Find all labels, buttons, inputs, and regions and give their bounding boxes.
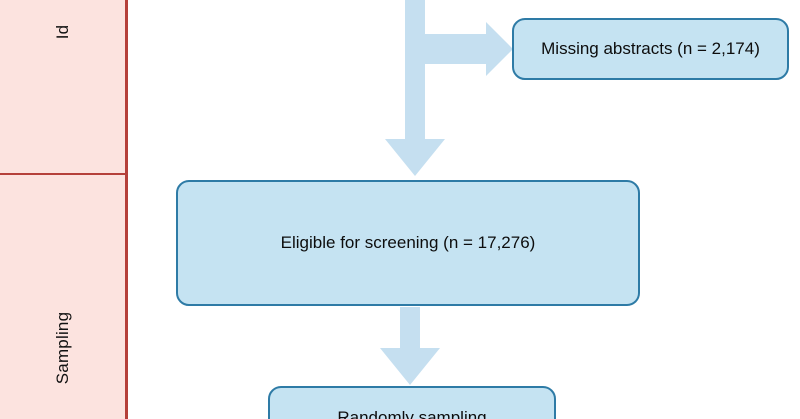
flow-box-randomly-sampling-label: Randomly sampling: [337, 408, 487, 419]
stage-column: Id Sampling: [0, 0, 128, 419]
flow-box-eligible-screening[interactable]: Eligible for screening (n = 17,276): [176, 180, 640, 306]
stage-label-identification: Id: [52, 24, 72, 40]
stage-cell-sampling: Sampling: [0, 175, 125, 419]
arrow-eligible-to-randomly-sampling: [380, 307, 440, 385]
arrow-trunk-to-eligible-screening: [385, 0, 445, 176]
flow-box-randomly-sampling[interactable]: Randomly sampling: [268, 386, 556, 419]
flow-box-eligible-screening-label: Eligible for screening (n = 17,276): [280, 233, 536, 253]
arrow-trunk-to-missing-abstracts: [422, 22, 513, 76]
flow-box-missing-abstracts[interactable]: Missing abstracts (n = 2,174): [512, 18, 789, 80]
flow-box-missing-abstracts-label: Missing abstracts (n = 2,174): [541, 39, 760, 59]
stage-cell-identification: Id: [0, 0, 125, 175]
stage-label-sampling: Sampling: [52, 311, 72, 385]
